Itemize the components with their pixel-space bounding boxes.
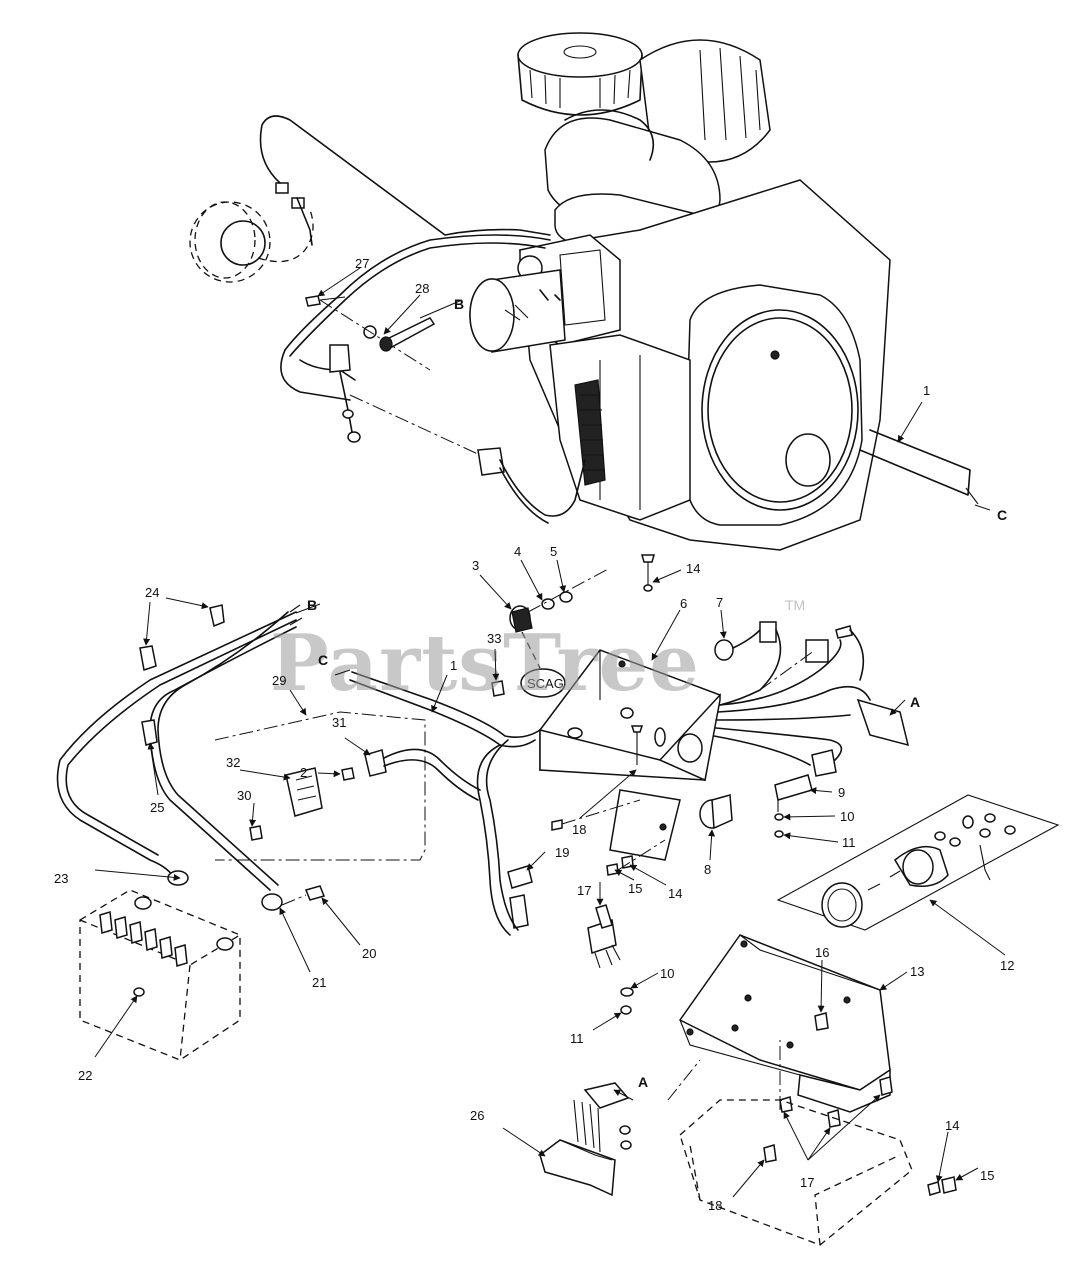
callout-labels: 1 1 2 3 4 5 6 7 8 9 10 10 11 11 12 13 14…: [54, 256, 1014, 1213]
callout-29: 29: [272, 673, 286, 688]
callout-22: 22: [78, 1068, 92, 1083]
fuse-holder: [774, 774, 813, 838]
callout-12: 12: [1000, 958, 1014, 973]
callout-15: 15: [980, 1168, 994, 1183]
callout-18: 18: [708, 1198, 722, 1213]
callout-17: 17: [577, 883, 591, 898]
callout-20: 20: [362, 946, 376, 961]
connector-kit-29: [214, 711, 481, 861]
callout-32: 32: [226, 755, 240, 770]
main-wire-harness: [280, 234, 586, 524]
callout-9: 9: [838, 785, 845, 800]
watermark-trademark: TM: [785, 597, 805, 613]
panel-harness: [713, 625, 910, 777]
callout-14: 14: [686, 561, 700, 576]
callout-25: 25: [150, 800, 164, 815]
callout-15: 15: [628, 881, 642, 896]
callout-24: 24: [145, 585, 159, 600]
callout-19: 19: [555, 845, 569, 860]
battery: [79, 889, 241, 1061]
callout-1: 1: [923, 383, 930, 398]
callout-16: 16: [815, 945, 829, 960]
ref-letter-b: B: [307, 597, 317, 613]
seat-switch: [587, 904, 621, 969]
callout-33: 33: [487, 631, 501, 646]
screw-18-lower: [763, 1144, 777, 1163]
ref-letter-b: B: [454, 296, 464, 312]
stator-assembly: [189, 115, 551, 283]
watermark: PartsTree TM: [270, 597, 805, 709]
washers-4-5: [527, 567, 611, 613]
callout-30: 30: [237, 788, 251, 803]
callout-18: 18: [572, 822, 586, 837]
engine: [469, 32, 891, 551]
ref-letter-a: A: [638, 1074, 648, 1090]
callout-7: 7: [716, 595, 723, 610]
ref-letter-c: C: [997, 507, 1007, 523]
washer-14-lower: [927, 1181, 941, 1196]
mounting-plate-13: [678, 934, 893, 1128]
watermark-text: PartsTree: [270, 618, 700, 709]
callout-10: 10: [660, 966, 674, 981]
item-27-28: [305, 295, 436, 371]
callout-27: 27: [355, 256, 369, 271]
callout-1: 1: [450, 658, 457, 673]
callout-13: 13: [910, 964, 924, 979]
gauge-kit-12: [776, 794, 1060, 931]
callout-11: 11: [570, 1031, 584, 1046]
light: [699, 794, 733, 830]
bolt-20-axis: [281, 894, 307, 906]
callout-6: 6: [680, 596, 687, 611]
callout-23: 23: [54, 871, 68, 886]
part-33: [491, 680, 505, 697]
callout-14: 14: [945, 1118, 959, 1133]
connector-19: [507, 865, 533, 929]
callout-28: 28: [415, 281, 429, 296]
callout-2: 2: [300, 765, 307, 780]
callout-5: 5: [550, 544, 557, 559]
callout-10: 10: [840, 809, 854, 824]
bolt-15-lower: [941, 1176, 957, 1194]
bolt-20: [304, 885, 326, 901]
reference-letters: B B C C A A: [307, 296, 1007, 1090]
decal-text: SCAG: [527, 676, 564, 691]
callout-17: 17: [800, 1175, 814, 1190]
bolt-14-top: [641, 554, 655, 592]
callout-26: 26: [470, 1108, 484, 1123]
hour-meter: [714, 621, 782, 706]
rectifier-26: [539, 1082, 632, 1197]
leader-lines: [94, 267, 1006, 1198]
screw-18: [551, 725, 644, 831]
control-bracket: [539, 649, 721, 861]
nut-11b: [620, 1005, 632, 1015]
ref-letter-c: C: [318, 652, 328, 668]
callout-31: 31: [332, 715, 346, 730]
callout-4: 4: [514, 544, 521, 559]
callout-11: 11: [842, 835, 856, 850]
cable-1-lower: [349, 671, 541, 936]
callout-8: 8: [704, 862, 711, 877]
cable-1-engine-end: [859, 429, 979, 505]
clips-24: [139, 604, 225, 746]
callout-3: 3: [472, 558, 479, 573]
cover-dashed: [667, 1040, 913, 1246]
ref-letter-a: A: [910, 694, 920, 710]
washer-10b: [620, 987, 634, 997]
callout-21: 21: [312, 975, 326, 990]
key-switch: SCAG: [509, 605, 566, 698]
callout-14: 14: [668, 886, 682, 901]
battery-cables: [56, 604, 303, 911]
